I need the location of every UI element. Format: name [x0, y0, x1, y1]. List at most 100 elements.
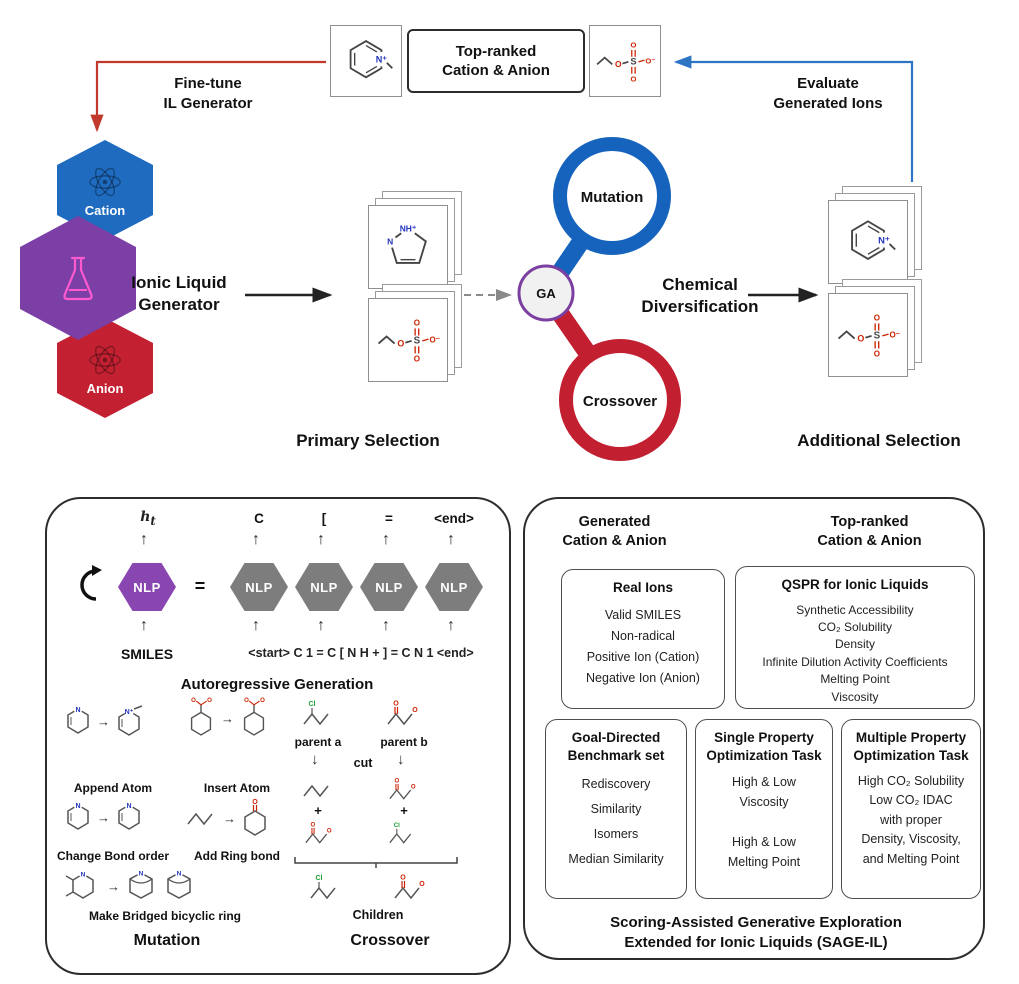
plus-sign: + [400, 803, 408, 818]
nlp-hexagon-gray: NLP [360, 563, 418, 611]
up-arrow-icon: ↑ [382, 617, 390, 634]
hidden-state-label: ht [140, 509, 156, 528]
generated-ions-label: Generated Cation & Anion [562, 514, 667, 549]
up-arrow-icon: ↑ [252, 617, 260, 634]
methylpyridinium-sketch-icon [114, 705, 150, 737]
real-ions-title: Real Ions [612, 580, 674, 595]
multiple-property-items: High CO₂ Solubility Low CO₂ IDAC with pr… [857, 774, 965, 866]
bicyclic-sketch-icon [162, 869, 196, 903]
additional-anion-card [828, 293, 908, 377]
multiple-property-title: Multiple Property Optimization Task [853, 730, 969, 763]
fine-tune-label: Fine-tune IL Generator [163, 75, 253, 112]
qspr-box: QSPR for Ionic Liquids Synthetic Accessi… [735, 566, 975, 709]
single-property-title: Single Property Optimization Task [706, 730, 822, 763]
sage-il-box: Generated Cation & Anion Top-ranked Cati… [523, 497, 985, 960]
diversification-label: Chemical Diversification [641, 275, 759, 317]
pyridinium-molecule-icon [838, 212, 898, 272]
mutation-op-label: Append Atom [73, 781, 153, 795]
qspr-items: Synthetic Accessibility CO₂ Solubility D… [762, 602, 948, 704]
down-arrow-icon: ↓ [397, 751, 405, 768]
mutation-link-band [538, 190, 620, 299]
imidazolium-molecule-icon [378, 217, 438, 277]
primary-cation-card [368, 205, 448, 289]
up-arrow-icon: ↑ [140, 617, 148, 634]
top-cation-card [330, 25, 402, 97]
qspr-title: QSPR for Ionic Liquids [781, 577, 929, 592]
single-property-items: High & Low Viscosity High & Low Melting … [727, 775, 801, 870]
token-label: <end> [434, 511, 474, 526]
up-arrow-icon: ↑ [447, 617, 455, 634]
right-arrow-icon: → [97, 713, 110, 729]
atom-icon [89, 345, 121, 374]
real-ions-items: Valid SMILES Non-radical Positive Ion (C… [586, 607, 700, 686]
up-arrow-icon: ↑ [317, 531, 325, 548]
cut-label: cut [353, 756, 373, 770]
children-label: Children [352, 908, 404, 922]
ethylsulfate-molecule-icon [833, 310, 903, 360]
multiple-property-box: Multiple Property Optimization Task High… [841, 719, 981, 899]
real-ions-box: Real Ions Valid SMILES Non-radical Posit… [561, 569, 725, 709]
atom-icon [89, 167, 121, 196]
mutation-op-label: Insert Atom [203, 781, 271, 795]
fragment-sketch-icon [301, 779, 335, 801]
primary-cation-stack [368, 191, 462, 289]
right-arrow-icon: → [107, 878, 120, 894]
additional-cation-card [828, 200, 908, 284]
parent-a-label: parent a [294, 735, 342, 749]
ga-circle-label: GA [536, 286, 556, 301]
top-ranked-label: Top-ranked Cation & Anion [442, 42, 550, 80]
generator-label: Ionic Liquid Generator [131, 273, 227, 315]
equals-sign: = [194, 576, 206, 596]
piperidine-sketch-icon [63, 870, 103, 902]
insert-atom-example: → [185, 697, 270, 739]
top-anion-card [589, 25, 661, 97]
up-arrow-icon: ↑ [382, 531, 390, 548]
crossover-caption: Crossover [350, 932, 430, 949]
mutation-op-label: Add Ring bond [194, 849, 280, 863]
pyridinium-molecule-icon [337, 32, 395, 90]
ethylsulfate-molecule-icon [592, 37, 658, 85]
nlp-hexagon-gray: NLP [295, 563, 353, 611]
single-property-box: Single Property Optimization Task High &… [695, 719, 833, 899]
hexagon-cation-label: Cation [84, 202, 126, 218]
chain-sketch-icon [185, 807, 219, 829]
right-arrow-icon: → [223, 810, 236, 826]
fragment-sketch-icon [301, 821, 335, 847]
recurrence-arrow-icon [80, 565, 102, 601]
nlp-hexagon-gray: NLP [230, 563, 288, 611]
ketone-ring-sketch-icon [240, 799, 270, 837]
mutation-caption: Mutation [133, 932, 201, 949]
primary-selection-label: Primary Selection [296, 431, 440, 450]
ethylsulfate-molecule-icon [373, 315, 443, 365]
token-label: C [254, 511, 264, 526]
parent-b-label: parent b [380, 735, 428, 749]
up-arrow-icon: ↑ [140, 531, 148, 548]
up-arrow-icon: ↑ [317, 617, 325, 634]
right-arrow-icon: → [221, 710, 234, 726]
parent-a-sketch-icon [299, 699, 337, 729]
token-label: [ [321, 511, 327, 526]
crossover-link-band [538, 287, 628, 406]
smiles-sequence: <start> C 1 = C [ N H + ] = C N 1 <end> [248, 646, 474, 660]
append-atom-example: → [63, 705, 150, 737]
ring-sketch-icon [114, 801, 144, 833]
down-arrow-icon: ↓ [311, 751, 319, 768]
generator-detail-box: ht C [ = <end> ↑ ↑ ↑ ↑ ↑ NLP = NLP NLP N… [45, 497, 511, 975]
plus-sign: + [314, 803, 322, 818]
flask-icon [63, 256, 93, 301]
fragment-sketch-icon [385, 777, 419, 803]
mutation-op-label: Change Bond order [56, 849, 169, 863]
fragment-sketch-icon [385, 821, 419, 847]
goal-directed-title: Goal-Directed Benchmark set [567, 730, 665, 763]
mutation-op-label: Make Bridged bicyclic ring [88, 909, 242, 923]
smiles-label: SMILES [120, 646, 174, 662]
primary-anion-stack [368, 284, 462, 382]
up-arrow-icon: ↑ [252, 531, 260, 548]
additional-anion-stack [828, 279, 922, 377]
autoregressive-caption: Autoregressive Generation [180, 676, 374, 693]
add-ring-bond-example: → [185, 799, 270, 837]
children-bracket [294, 857, 458, 868]
goal-directed-box: Goal-Directed Benchmark set Rediscovery … [545, 719, 687, 899]
additional-selection-label: Additional Selection [797, 431, 961, 450]
